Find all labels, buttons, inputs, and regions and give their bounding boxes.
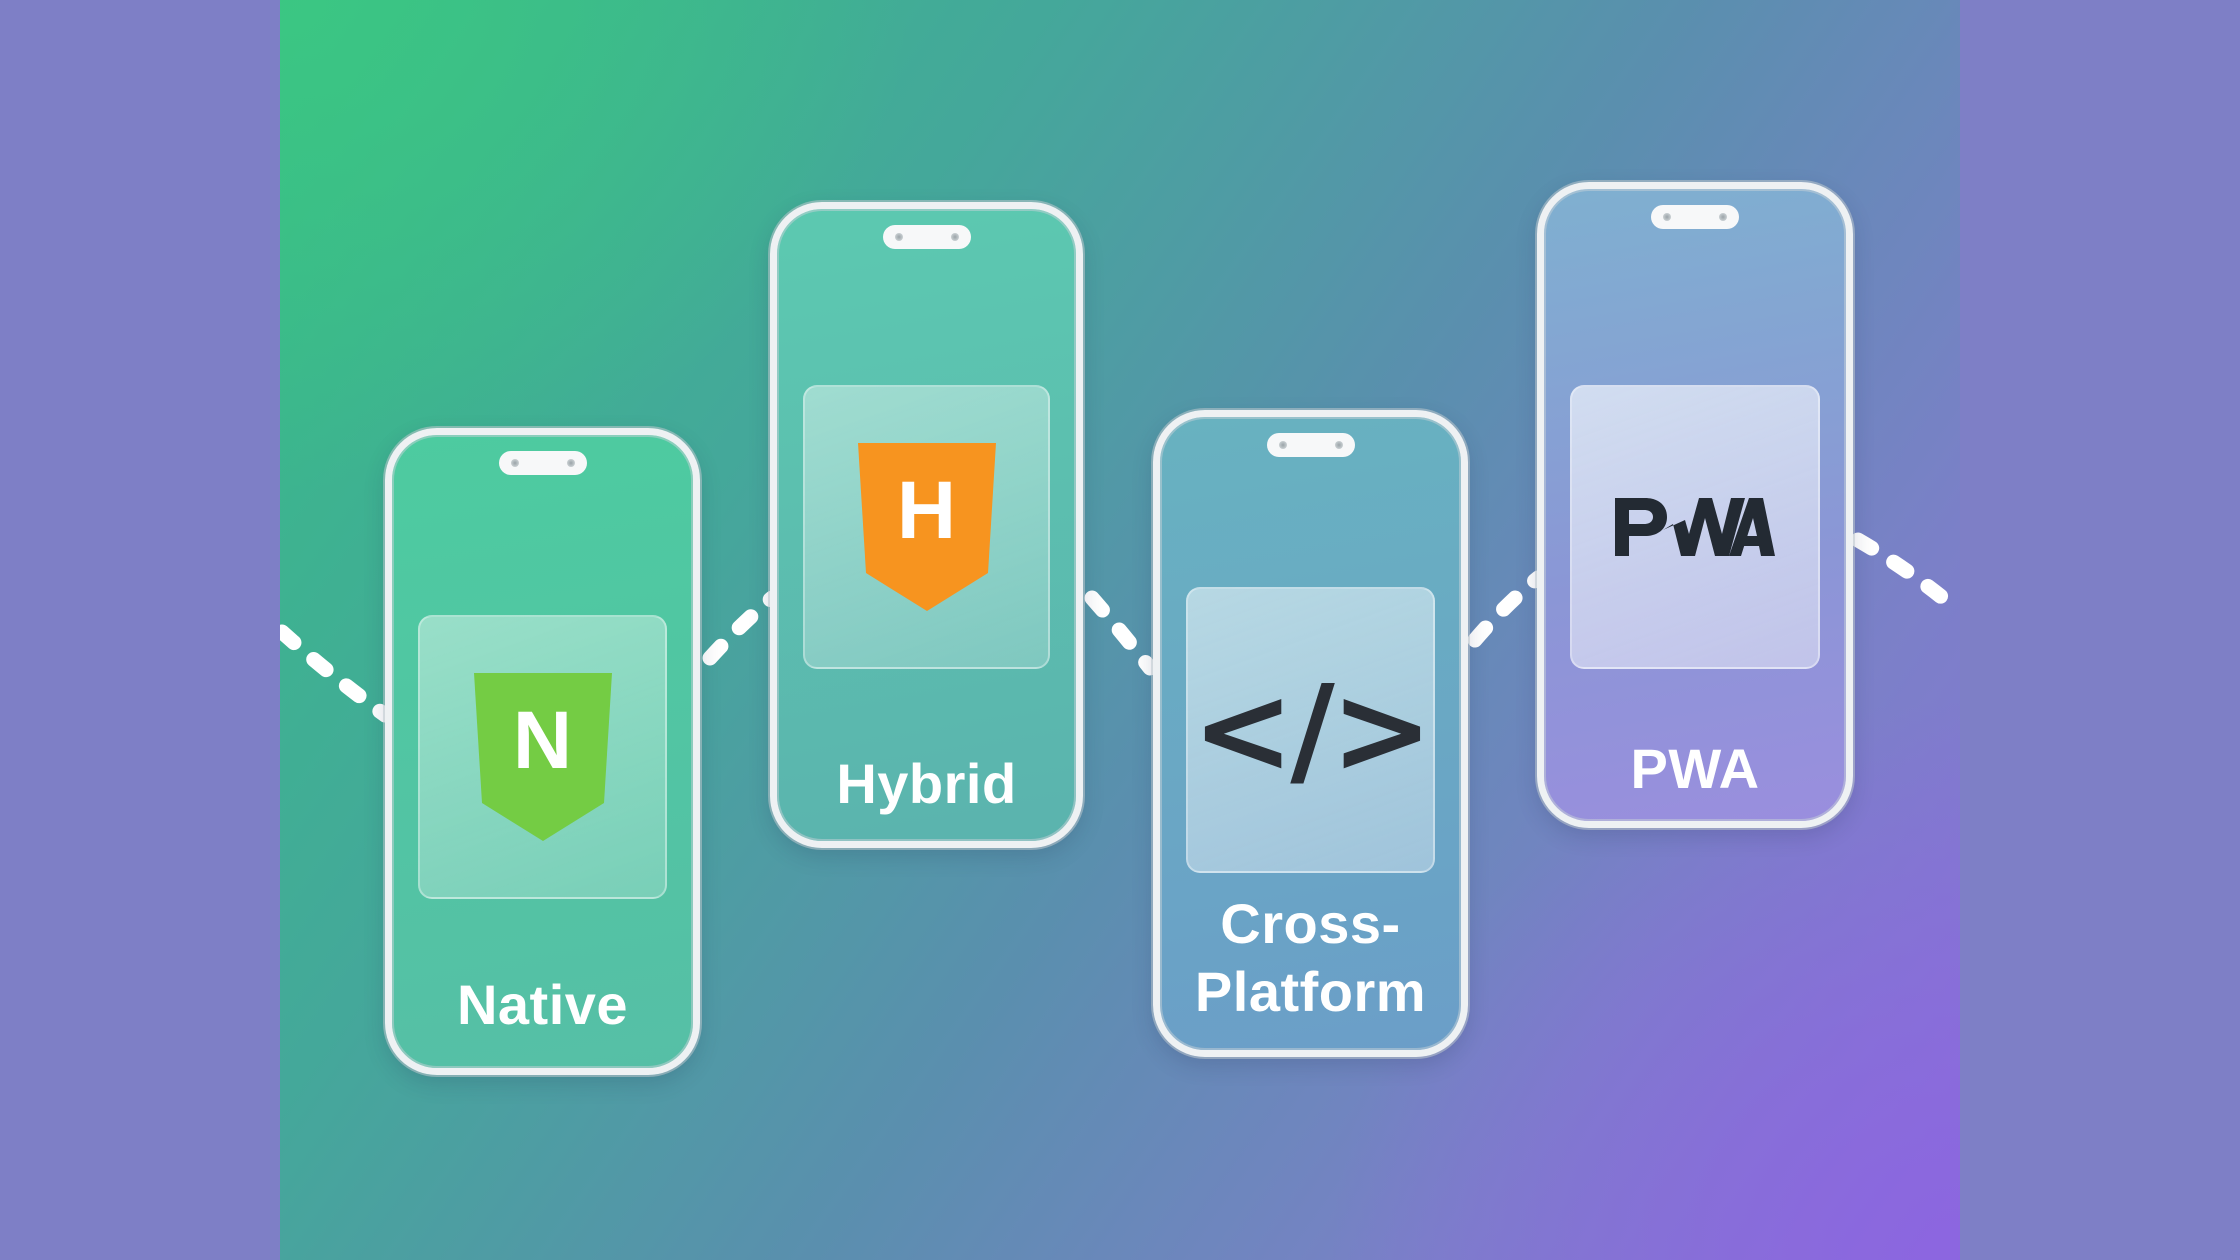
phone-label: Hybrid [836, 752, 1017, 815]
phone-notch [882, 225, 971, 249]
icon-card: H [803, 385, 1050, 669]
phone-cross-platform: </> Cross- Platform [1153, 410, 1468, 1057]
pwa-logo-icon [1615, 498, 1775, 556]
phone-label: PWA [1630, 737, 1760, 800]
shield-letter: H [896, 465, 957, 556]
icon-card: N [418, 615, 667, 899]
icon-card: </> [1186, 587, 1435, 873]
phone-label-line2: Platform [1194, 960, 1427, 1023]
icon-card [1570, 385, 1820, 669]
phone-pwa: PWA [1537, 182, 1853, 828]
right-side-bar [1960, 0, 2240, 1260]
shield-h-icon: H [854, 439, 1000, 615]
camera-dot [510, 459, 519, 467]
shield-n-icon: N [470, 669, 616, 845]
left-side-bar [0, 0, 280, 1260]
camera-dot [1334, 441, 1343, 449]
camera-dot [1278, 441, 1287, 449]
phone-notch [498, 451, 587, 475]
phone-label-line1: Cross- [1220, 892, 1401, 955]
phone-hybrid: H Hybrid [770, 202, 1083, 848]
phone-native: N Native [385, 428, 700, 1075]
camera-dot [1663, 213, 1671, 221]
phone-label: Native [456, 973, 629, 1036]
camera-dot [566, 459, 575, 467]
code-brackets-icon: </> [1191, 659, 1433, 801]
shield-letter: N [512, 695, 573, 786]
phone-notch [1651, 205, 1739, 229]
camera-dot [950, 233, 959, 241]
camera-dot [894, 233, 903, 241]
phone-notch [1266, 433, 1355, 457]
gradient-panel: N Native H Hybrid </> Cross- Platform [280, 0, 1960, 1260]
camera-dot [1719, 213, 1727, 221]
dashed-wave-connector [280, 532, 1960, 723]
